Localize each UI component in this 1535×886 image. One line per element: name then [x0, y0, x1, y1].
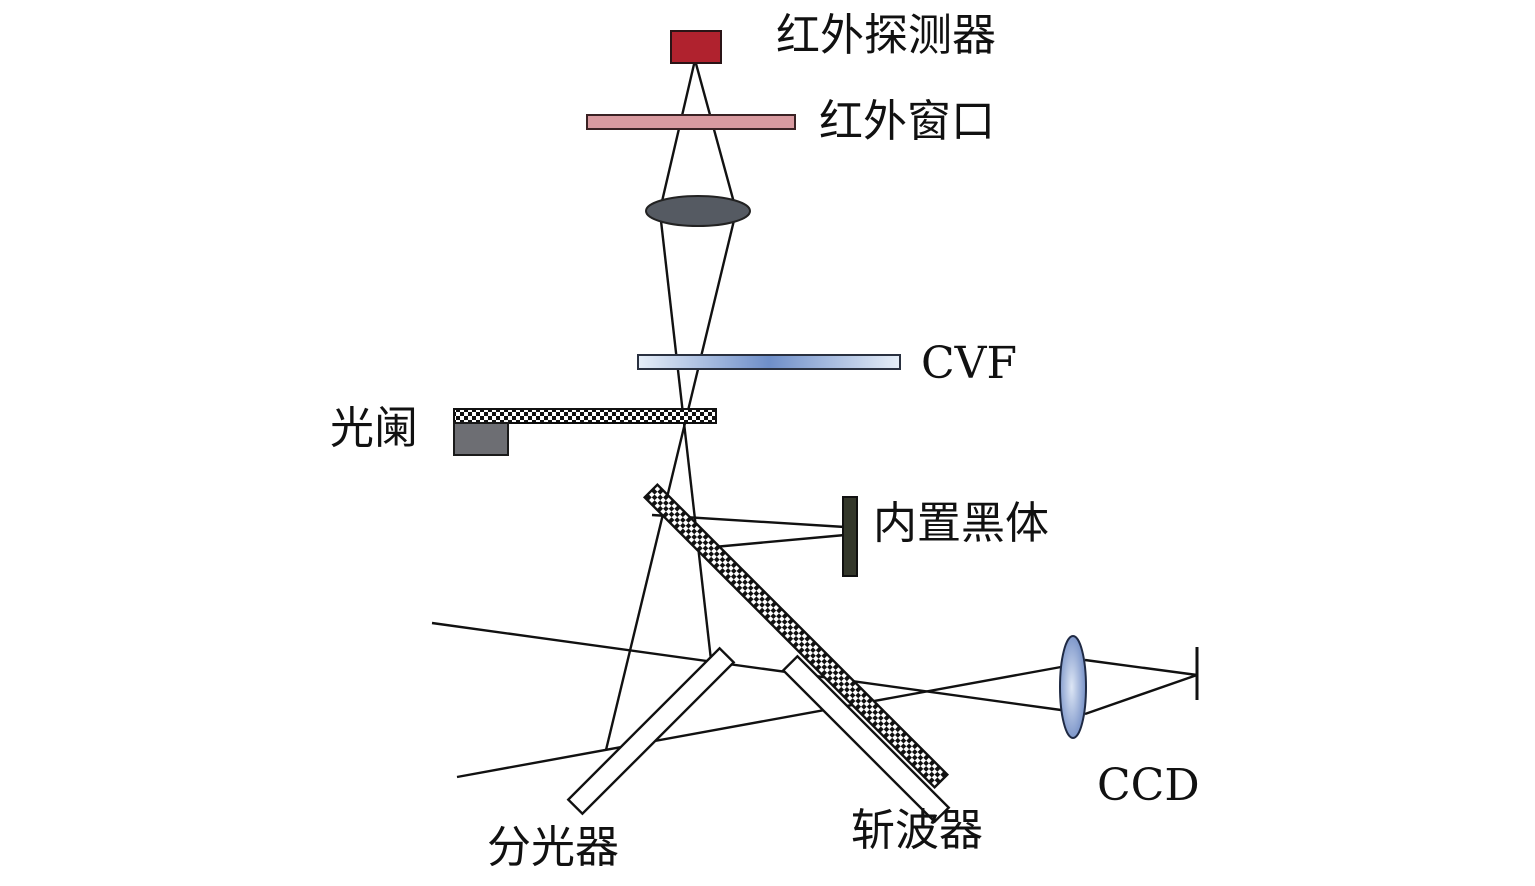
lens	[645, 195, 751, 227]
aperture-block	[453, 422, 509, 456]
ray-ccd-lens-lower	[1084, 673, 1198, 716]
label-cvf: CVF	[921, 338, 1017, 389]
label-chopper: 斩波器	[851, 805, 983, 856]
label-ir-window: 红外窗口	[819, 96, 995, 147]
ray-lower-to-ccd	[456, 665, 1062, 779]
ray-detector-lens-left	[658, 59, 697, 211]
ccd-lens	[1059, 635, 1087, 739]
ray-detector-lens-right	[693, 59, 738, 211]
label-ir-detector: 红外探测器	[776, 10, 996, 61]
ray-chopper-blackbody-lower	[702, 533, 846, 550]
beamsplitter	[566, 646, 736, 816]
ray-upper-to-ccd	[431, 621, 1062, 712]
ir-detector	[670, 30, 722, 64]
label-blackbody: 内置黑体	[873, 498, 1049, 549]
ir-window	[586, 114, 796, 130]
label-ccd: CCD	[1097, 760, 1200, 811]
ray-lens-left-down	[658, 211, 713, 661]
label-beamsplitter: 分光器	[487, 822, 619, 873]
aperture-bar	[453, 408, 717, 424]
chopper-plate	[781, 654, 951, 824]
ray-ccd-lens-upper	[1084, 658, 1198, 677]
ray-lens-right-down	[604, 211, 738, 751]
label-aperture: 光阑	[330, 403, 418, 454]
chopper-bar	[642, 482, 950, 790]
blackbody	[842, 496, 858, 577]
cvf-filter	[637, 354, 901, 370]
